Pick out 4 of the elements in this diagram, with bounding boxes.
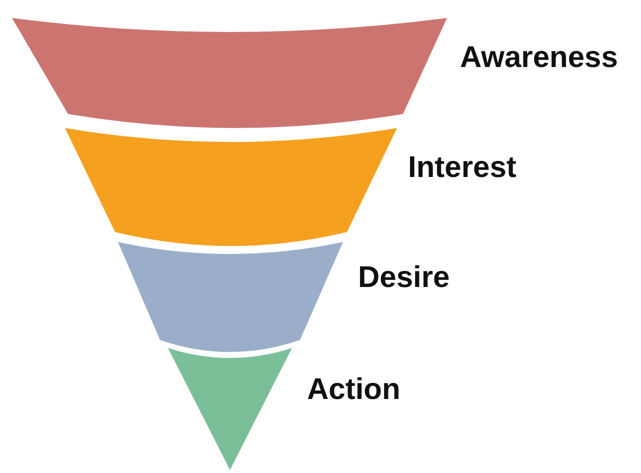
- stage-label: Interest: [408, 151, 516, 185]
- stage-label: Desire: [358, 261, 450, 295]
- stage-label: Action: [307, 373, 400, 407]
- stage-label: Awareness: [460, 41, 618, 75]
